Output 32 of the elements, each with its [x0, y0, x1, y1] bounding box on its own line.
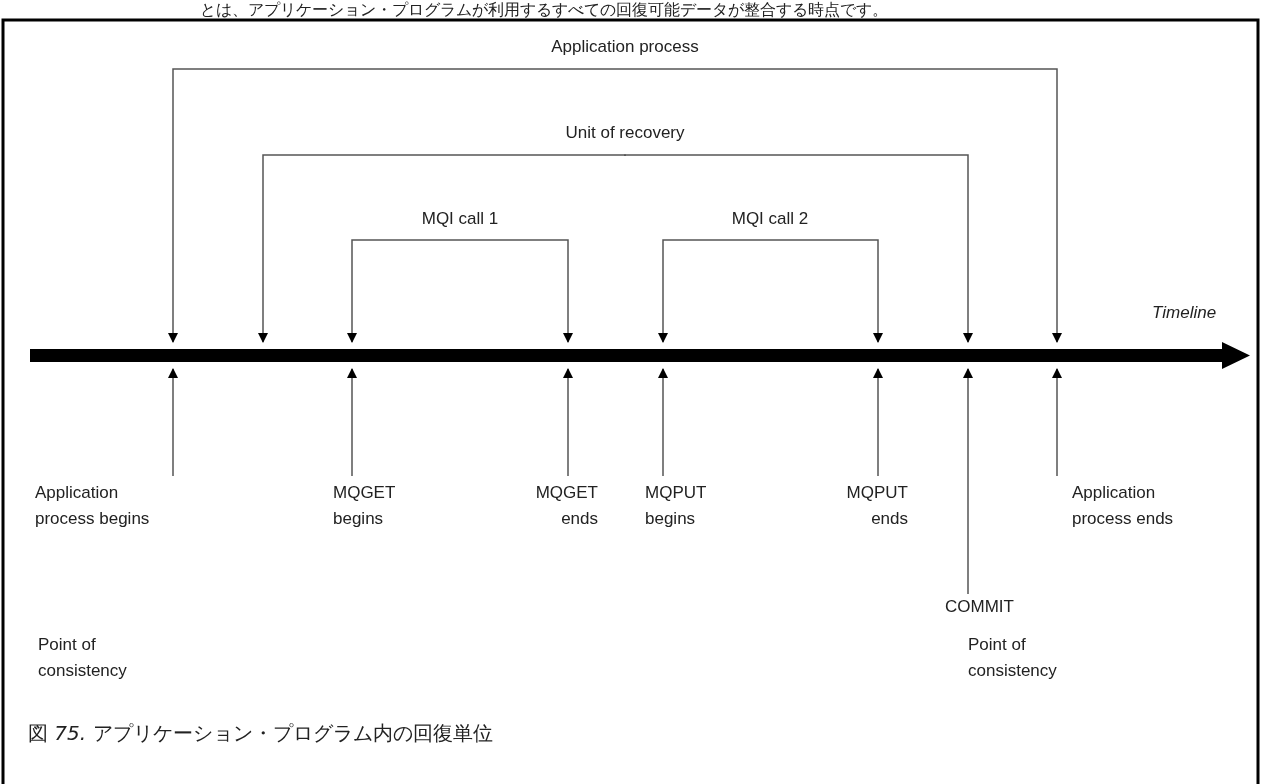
arrow — [624, 154, 973, 343]
timeline-arrow — [30, 342, 1250, 369]
event-label: Application process begins — [35, 480, 175, 536]
arrow — [563, 368, 573, 477]
event-label: MQPUT ends — [830, 480, 908, 536]
event-label: MQGET ends — [520, 480, 598, 536]
arrow — [258, 154, 626, 343]
arrow — [873, 368, 883, 477]
arrow — [658, 368, 668, 477]
note-text: Point of consistency — [968, 634, 1058, 682]
figure-caption: 図 75. アプリケーション・プログラム内の回復単位 — [28, 720, 493, 747]
event-label: COMMIT — [945, 594, 1035, 622]
bracket-label: MQI call 1 — [400, 206, 520, 240]
arrow — [624, 68, 1062, 343]
arrow — [1052, 368, 1062, 477]
bracket-label: Application process — [520, 34, 730, 69]
arrow — [658, 239, 771, 343]
event-label: MQPUT begins — [645, 480, 745, 536]
arrow — [769, 239, 883, 343]
arrow — [459, 239, 573, 343]
bracket-label: MQI call 2 — [710, 206, 830, 240]
bracket-label: Unit of recovery — [530, 120, 720, 156]
timeline-label: Timeline — [1152, 302, 1217, 324]
arrow — [168, 68, 626, 343]
arrow — [168, 368, 178, 477]
event-label: Application process ends — [1050, 480, 1202, 536]
note-text: Point of consistency — [38, 634, 128, 682]
event-label: MQGET begins — [333, 480, 443, 536]
arrow — [347, 239, 461, 343]
arrow — [347, 368, 357, 477]
note-text: とは、アプリケーション・プログラムが利用するすべての回復可能データが整合する時点です。 — [200, 1, 888, 19]
arrow — [963, 368, 973, 595]
